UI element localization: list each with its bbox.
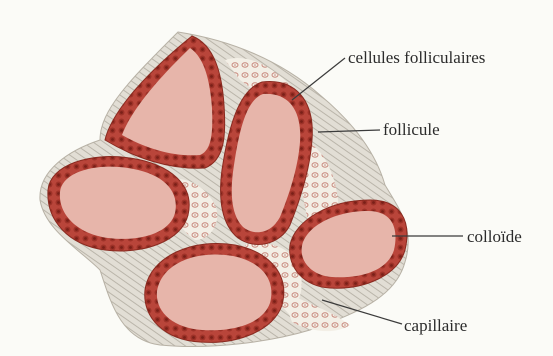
label-cellules-folliculaires: cellules folliculaires — [348, 49, 485, 66]
label-colloide: colloïde — [467, 228, 522, 245]
label-follicule: follicule — [383, 121, 440, 138]
label-capillaire: capillaire — [404, 317, 467, 334]
colloid-bottom — [157, 254, 272, 330]
